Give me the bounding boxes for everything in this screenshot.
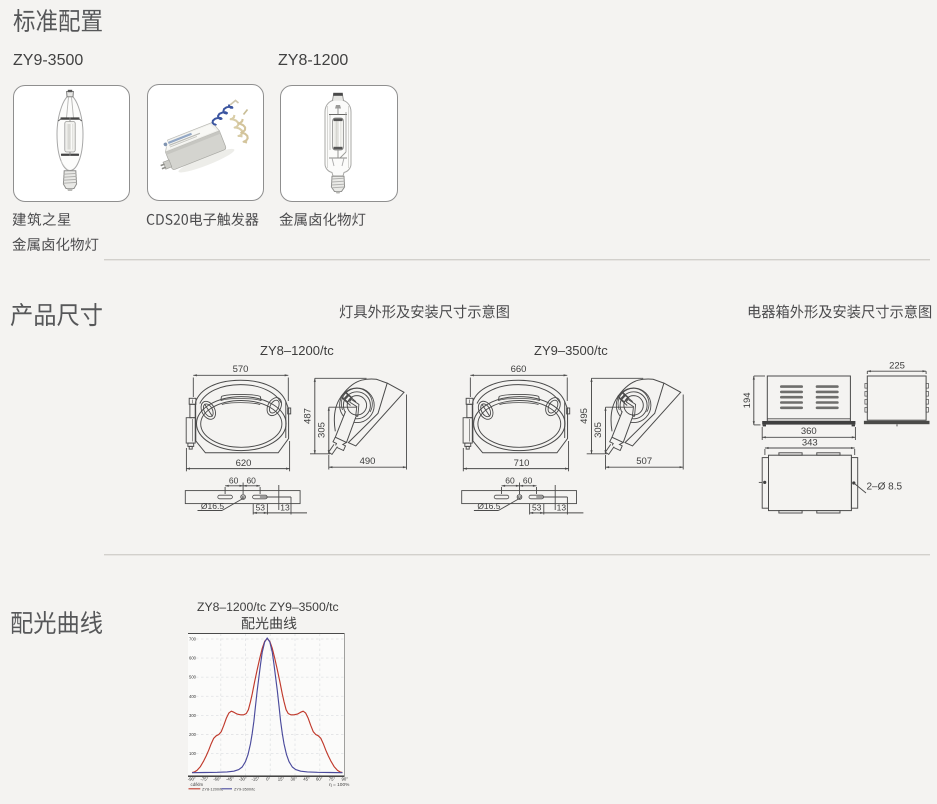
svg-text:400: 400 [189,694,197,699]
svg-text:495: 495 [579,408,590,424]
svg-text:660: 660 [511,364,527,375]
svg-text:710: 710 [514,458,530,469]
svg-text:45°: 45° [303,777,310,782]
svg-text:343: 343 [802,437,818,448]
svg-text:60: 60 [246,475,256,485]
svg-text:cd/klm: cd/klm [191,782,204,787]
svg-text:305: 305 [317,422,328,438]
svg-text:200: 200 [189,732,197,737]
svg-text:15°: 15° [278,777,285,782]
svg-text:305: 305 [593,422,604,438]
svg-text:ZY9-3500/tc: ZY9-3500/tc [234,786,255,791]
svg-text:-45°: -45° [226,777,234,782]
svg-text:0°: 0° [266,777,270,782]
svg-text:194: 194 [742,392,753,408]
svg-text:Ø16.5: Ø16.5 [477,501,500,511]
svg-text:75°: 75° [329,777,336,782]
svg-text:η = 100%: η = 100% [329,782,350,788]
svg-text:-30°: -30° [239,777,247,782]
svg-text:60: 60 [505,475,515,485]
svg-text:507: 507 [636,456,652,467]
svg-text:600: 600 [189,656,197,661]
svg-text:500: 500 [189,675,197,680]
svg-text:30°: 30° [290,777,297,782]
svg-text:100: 100 [189,751,197,756]
svg-text:225: 225 [889,361,905,372]
svg-text:60: 60 [523,475,533,485]
svg-text:53: 53 [532,502,542,512]
svg-text:13: 13 [557,502,567,512]
svg-text:487: 487 [303,408,314,424]
svg-text:90°: 90° [341,777,348,782]
svg-text:300: 300 [189,713,197,718]
svg-text:570: 570 [233,364,249,375]
svg-text:Ø16.5: Ø16.5 [201,501,224,511]
svg-text:53: 53 [256,502,266,512]
svg-text:60: 60 [229,475,239,485]
svg-text:700: 700 [189,637,197,642]
svg-text:490: 490 [360,456,376,467]
svg-text:-15°: -15° [251,777,259,782]
svg-text:620: 620 [236,458,252,469]
svg-text:360: 360 [801,426,817,437]
svg-text:13: 13 [280,502,290,512]
svg-text:2–Ø 8.5: 2–Ø 8.5 [867,482,903,493]
svg-text:ZY8-1200/tc: ZY8-1200/tc [202,786,223,791]
svg-text:60°: 60° [316,777,323,782]
svg-text:-90°: -90° [188,777,196,782]
svg-text:-75°: -75° [200,777,208,782]
svg-text:-60°: -60° [213,777,221,782]
